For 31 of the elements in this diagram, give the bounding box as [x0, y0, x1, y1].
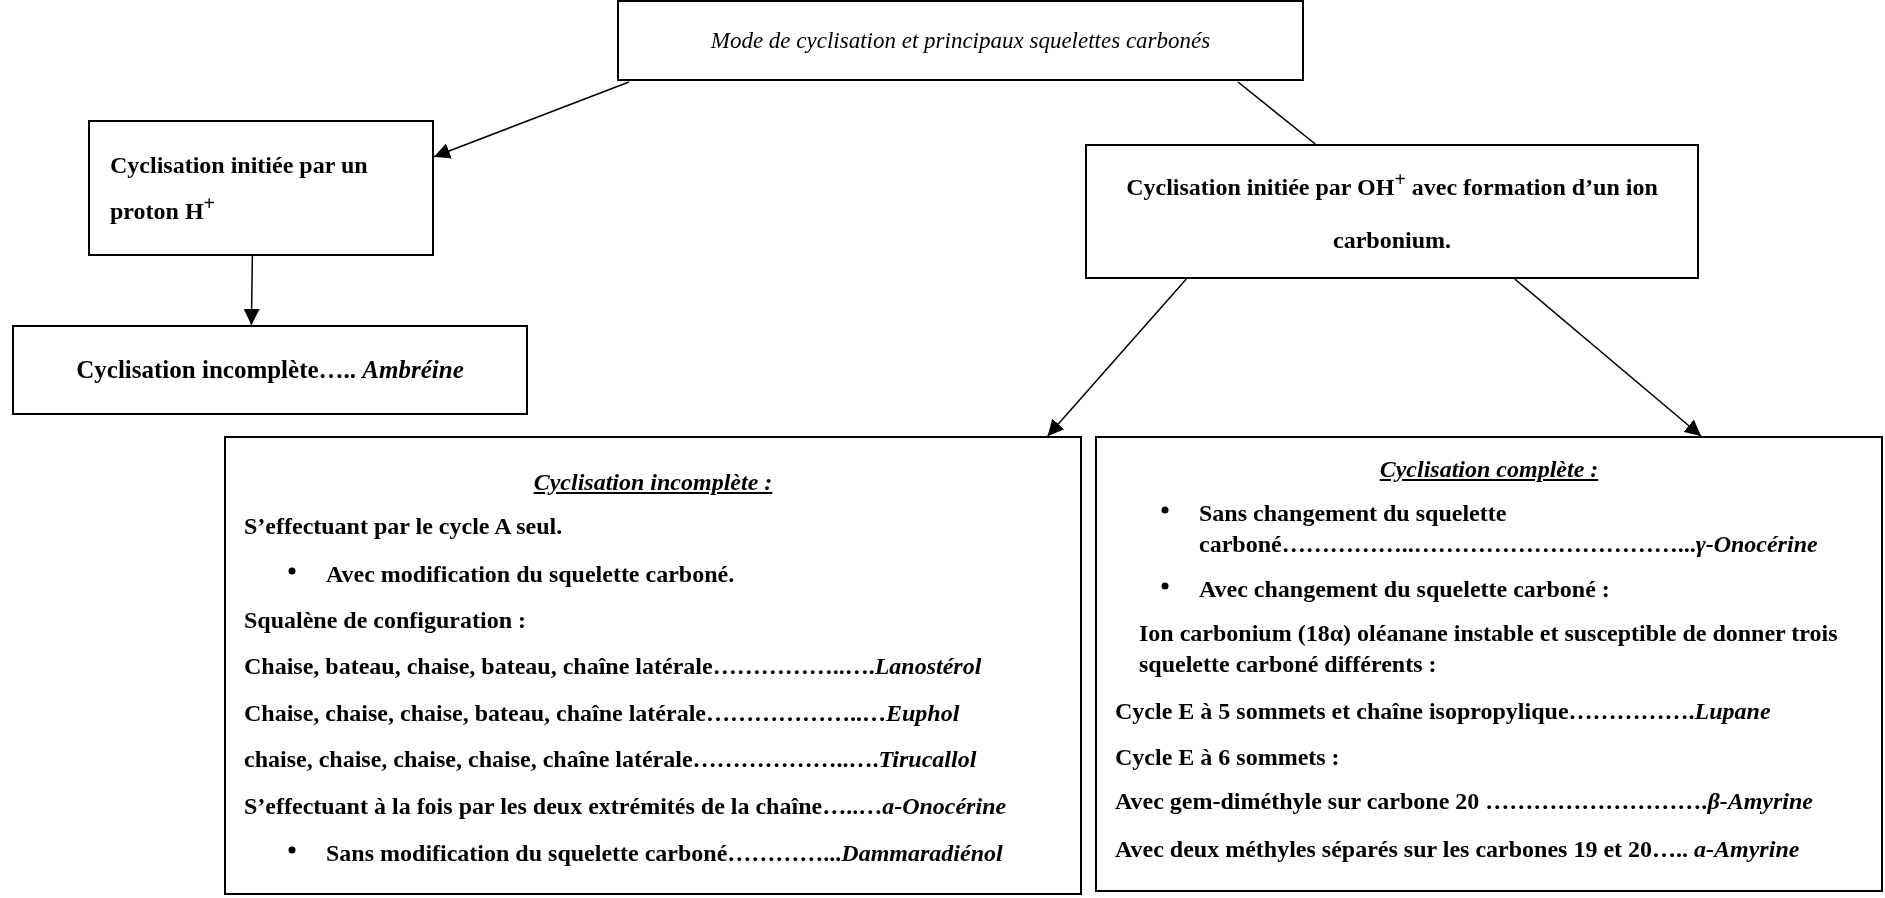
- text-line: Chaise, chaise, chaise, bateau, chaîne latérale………………..…Euphol: [244, 699, 961, 728]
- arrow: [1046, 278, 1188, 437]
- process-box: [1085, 144, 1699, 279]
- arrow: [243, 255, 260, 326]
- text-line: Chaise, bateau, chaise, bateau, chaîne latérale……………..….Lanostérol: [244, 652, 983, 681]
- process-box: [12, 325, 528, 415]
- arrow: [433, 81, 630, 159]
- title-box: Mode de cyclisation et principaux squelettes carbonés: [617, 0, 1304, 81]
- connector-line: [1237, 81, 1316, 145]
- text-line: Squalène de configuration :: [244, 606, 528, 635]
- box-label: Cyclisation initiée par un proton H$^{+}$: [110, 151, 369, 226]
- process-box: [1095, 436, 1883, 892]
- list-item: Avec changement du squelette carboné :: [1199, 575, 1610, 604]
- process-box: [224, 436, 1082, 895]
- box-label: Cyclisation incomplète….. Ambréine: [75, 354, 465, 385]
- list-item: Avec modification du squelette carboné.: [326, 560, 735, 589]
- list-item: Sans changement du squelette carboné……………..……………………………...γ-Onocérine: [1199, 499, 1819, 560]
- text-line: Cycle E à 6 sommets :: [1115, 743, 1341, 772]
- text-line: Ion carbonium (18α) oléanane instable et susceptible de donner trois squelette carboné différents :: [1139, 619, 1839, 680]
- text-line: Avec deux méthyles séparés sur les carbones 19 et 20….. a-Amyrine: [1115, 835, 1801, 864]
- box-label: Cyclisation initiée par OH$^{+}$ avec formation d’un ion carbonium.: [1125, 166, 1659, 255]
- list-item: Sans modification du squelette carboné…………...Dammaradiénol: [326, 839, 1003, 868]
- arrow: [1514, 278, 1702, 437]
- section-heading: Cyclisation complète :: [1379, 456, 1599, 482]
- process-box: [88, 120, 434, 256]
- text-line: S’effectuant à la fois par les deux extrémités de la chaîne…..…a-Onocérine: [244, 792, 1008, 821]
- section-heading: Cyclisation incomplète :: [533, 469, 773, 495]
- text-line: Avec gem-diméthyle sur carbone 20 ……………………….β-Amyrine: [1115, 787, 1814, 816]
- text-line: Cycle E à 5 sommets et chaîne isopropylique…………….Lupane: [1115, 697, 1772, 726]
- text-line: S’effectuant par le cycle A seul.: [244, 512, 564, 541]
- text-line: chaise, chaise, chaise, chaise, chaîne latérale………………..….Tirucallol: [244, 745, 978, 774]
